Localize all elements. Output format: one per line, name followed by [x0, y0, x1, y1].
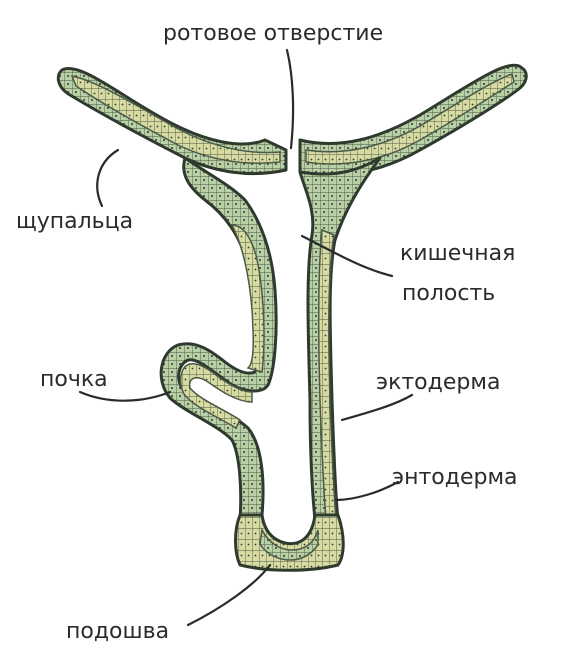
- label-sole: подошва: [66, 619, 169, 644]
- label-endoderm: энтодерма: [392, 465, 518, 490]
- leader-ectoderm: [340, 393, 414, 422]
- label-ectoderm: эктодерма: [376, 370, 500, 395]
- leader-mouth: [285, 48, 295, 150]
- label-cavity-line1: кишечная: [400, 241, 515, 266]
- label-mouth: ротовое отверстие: [163, 21, 383, 46]
- hydra-body: [56, 63, 528, 572]
- label-bud: почка: [40, 367, 108, 392]
- labels: ротовое отверстие щупальца кишечная поло…: [16, 21, 518, 644]
- leader-bud: [78, 390, 172, 402]
- leader-sole: [186, 563, 272, 627]
- sole-ectoderm-cap: [259, 527, 319, 561]
- leader-endoderm: [334, 480, 400, 502]
- leader-tentacles: [96, 148, 120, 208]
- sole: [234, 513, 345, 572]
- label-cavity-line2: полость: [402, 281, 495, 306]
- bud-endoderm: [179, 363, 253, 430]
- left-tentacle-endoderm: [70, 74, 281, 164]
- label-tentacles: щупальца: [16, 209, 133, 234]
- left-body-wall-endoderm: [230, 224, 265, 373]
- right-body-wall-ectoderm: [298, 156, 382, 522]
- right-tentacle-endoderm: [305, 73, 515, 165]
- leader-lines: [78, 48, 414, 627]
- leader-cavity: [300, 234, 394, 278]
